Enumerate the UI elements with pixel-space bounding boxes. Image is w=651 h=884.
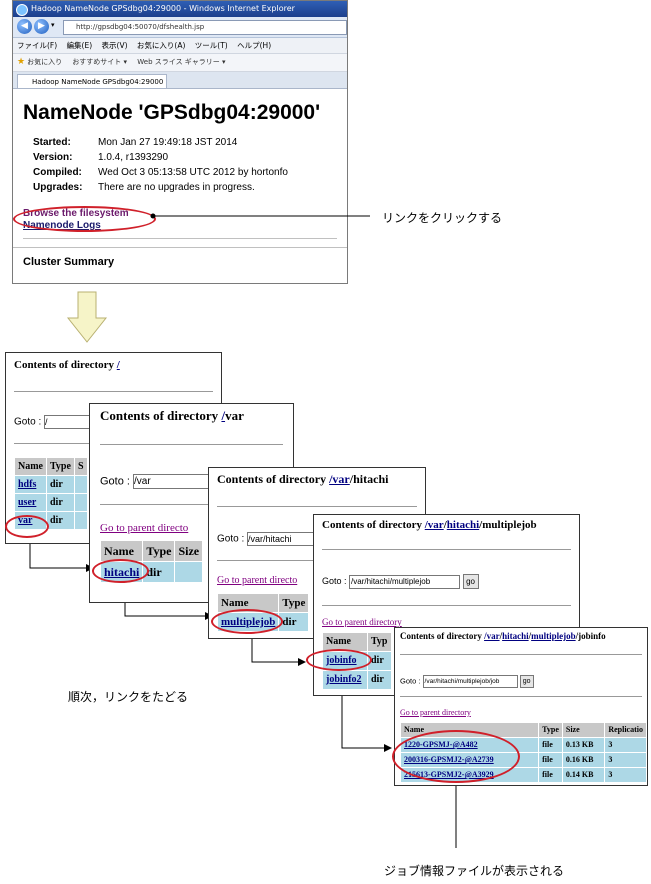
highlight-oval [5, 515, 49, 538]
dir-link-jobinfo2[interactable]: jobinfo2 [326, 674, 362, 685]
divider [400, 654, 642, 655]
highlight-oval [392, 730, 520, 783]
favorites-button[interactable]: お気に入り [27, 58, 63, 66]
back-arrow-icon[interactable]: ◀ [17, 19, 32, 34]
goto-input[interactable]: /var/hitachi/multiplejob/job [422, 675, 518, 688]
divider [400, 696, 642, 697]
arrowhead [384, 744, 392, 752]
dir-link-user[interactable]: user [18, 497, 37, 508]
panel-title: Contents of directory /var/hitachi/multi… [400, 631, 606, 641]
page-content: NameNode 'GPSdbg04:29000' Started:Mon Ja… [13, 101, 347, 268]
info-row-upgrades: Upgrades:There are no upgrades in progre… [33, 182, 255, 193]
panel-title: Contents of directory /var/hitachi [217, 472, 389, 486]
highlight-oval [306, 649, 372, 671]
go-button[interactable]: go [462, 574, 479, 589]
annotation-job-file-shown: ジョブ情報ファイルが表示される [384, 864, 565, 878]
highlight-oval [13, 206, 156, 232]
crumb-var-link[interactable]: /var [329, 472, 350, 486]
menu-tools[interactable]: ツール(T) [194, 41, 228, 50]
crumb-var-link[interactable]: /var [424, 519, 444, 531]
info-row-started: Started:Mon Jan 27 19:49:18 JST 2014 [33, 137, 238, 148]
crumb-hitachi-link[interactable]: hitachi [502, 631, 529, 641]
window-title: Hadoop NameNode GPSdbg04:29000 - Windows… [31, 4, 295, 13]
goto-row: Goto : /var/hitachi/multiplejob/job go [400, 675, 534, 688]
address-input[interactable]: http://gpsdbg04:50070/dfshealth.jsp [63, 20, 347, 35]
divider [217, 506, 417, 507]
favorites-bar: ★お気に入り おすすめサイト ▾ Web スライス ギャラリー ▾ [13, 54, 347, 72]
highlight-oval [211, 609, 283, 634]
divider [322, 549, 571, 550]
info-row-compiled: Compiled:Wed Oct 3 05:13:58 UTC 2012 by … [33, 167, 288, 178]
divider [322, 605, 571, 606]
info-row-version: Version:1.0.4, r1393290 [33, 152, 169, 163]
menu-bar: ファイル(F) 編集(E) 表示(V) お気に入り(A) ツール(T) ヘルプ(… [13, 38, 347, 54]
step-connector [341, 670, 384, 749]
go-button[interactable]: go [519, 675, 534, 688]
arrowhead [298, 658, 306, 666]
highlight-oval [92, 559, 149, 583]
menu-view[interactable]: 表示(V) [101, 41, 128, 50]
divider [13, 247, 347, 248]
annotation-click-link: リンクをクリックする [382, 211, 503, 225]
divider [100, 504, 283, 505]
panel-title: Contents of directory / [14, 359, 120, 371]
menu-favorites[interactable]: お気に入り(A) [136, 41, 186, 50]
down-arrow-shape [66, 291, 108, 343]
panel-title: Contents of directory /var/hitachi/multi… [322, 519, 537, 531]
panel-title: Contents of directory /var [100, 408, 244, 423]
cluster-summary-heading: Cluster Summary [23, 256, 115, 268]
suggested-sites-link[interactable]: おすすめサイト ▾ [72, 58, 128, 66]
address-bar-row: ◀ ▶ ▾ http://gpsdbg04:50070/dfshealth.js… [13, 17, 347, 38]
menu-help[interactable]: ヘルプ(H) [237, 41, 272, 50]
annotation-follow-links: 順次，リンクをたどる [68, 690, 189, 704]
crumb-multiplejob-link[interactable]: multiplejob [531, 631, 576, 641]
crumb-var-link[interactable]: /var [484, 631, 500, 641]
crumb-root-link[interactable]: / [221, 408, 226, 423]
menu-file[interactable]: ファイル(F) [17, 41, 58, 50]
page-title: NameNode 'GPSdbg04:29000' [23, 101, 321, 124]
divider [23, 238, 337, 239]
parent-directory-link[interactable]: Go to parent directory [400, 708, 471, 717]
tab-namenode[interactable]: Hadoop NameNode GPSdbg04:29000 [17, 74, 167, 88]
goto-row: Goto : /var/hitachi/multiplejob go [322, 574, 479, 589]
crumb-root-link[interactable]: / [116, 359, 120, 371]
tab-bar: Hadoop NameNode GPSdbg04:29000 [13, 72, 347, 89]
forward-arrow-icon[interactable]: ▶ [34, 19, 49, 34]
browser-window: Hadoop NameNode GPSdbg04:29000 - Windows… [12, 0, 348, 284]
crumb-hitachi-link[interactable]: hitachi [446, 519, 480, 531]
ie-icon [16, 4, 28, 16]
favorites-star-icon: ★ [17, 57, 26, 67]
window-title-bar: Hadoop NameNode GPSdbg04:29000 - Windows… [13, 1, 347, 17]
divider [14, 391, 213, 392]
history-dropdown-icon[interactable]: ▾ [51, 21, 55, 29]
parent-directory-link[interactable]: Go to parent directo [217, 575, 298, 586]
connector-dot [150, 213, 156, 219]
step-connector [29, 536, 86, 569]
divider [100, 444, 283, 445]
menu-edit[interactable]: 編集(E) [66, 41, 93, 50]
goto-input[interactable]: /var/hitachi/multiplejob [349, 574, 461, 589]
dir-link-hdfs[interactable]: hdfs [18, 479, 37, 490]
web-slice-gallery-link[interactable]: Web スライス ギャラリー ▾ [137, 58, 226, 66]
parent-directory-link[interactable]: Go to parent directo [100, 522, 189, 534]
parent-directory-link[interactable]: Go to parent directory [322, 617, 402, 627]
